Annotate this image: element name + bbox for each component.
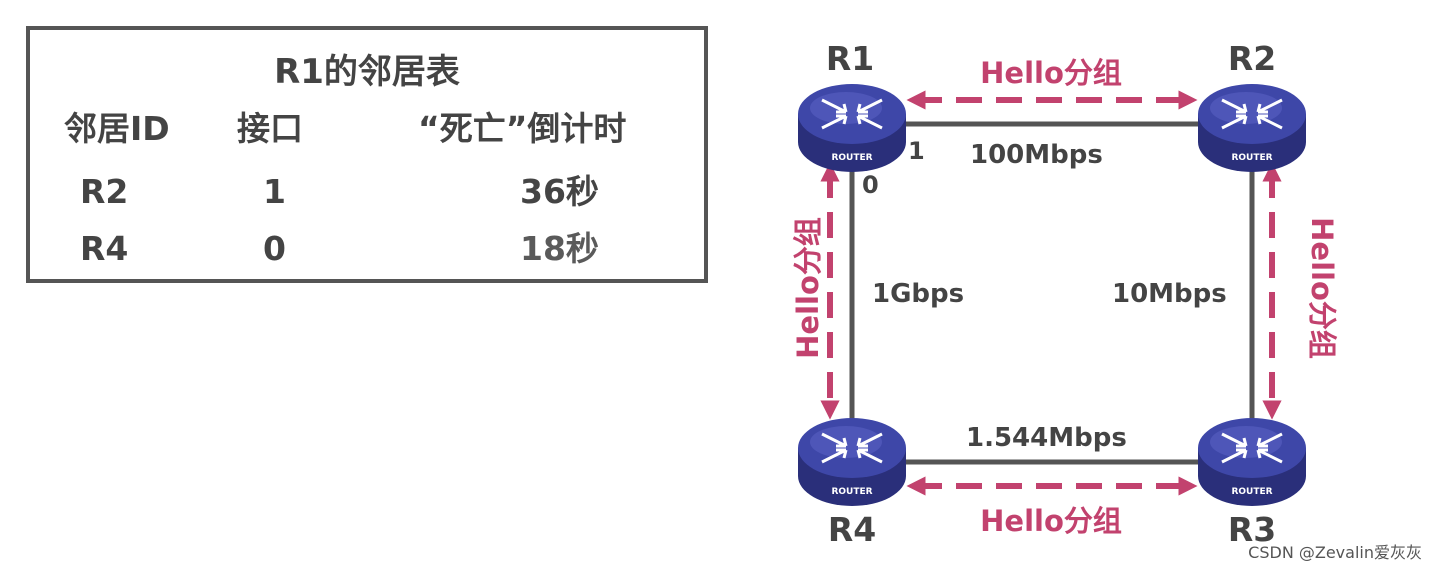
- header-dead-timer: “死亡”倒计时: [418, 109, 627, 148]
- hello-label-bottom: Hello分组: [980, 504, 1122, 538]
- watermark: CSDN @Zevalin爱灰灰: [1248, 543, 1422, 562]
- hello-label-left: Hello分组: [791, 217, 825, 359]
- router-device-label: ROUTER: [1231, 153, 1272, 163]
- bandwidth-r4-r3: 1.544Mbps: [966, 423, 1127, 453]
- table-title: R1的邻居表: [274, 52, 460, 92]
- router-r3: ROUTER: [1196, 416, 1308, 508]
- row-r4-timer: 18秒: [520, 229, 599, 268]
- hello-label-right: Hello分组: [1305, 217, 1339, 359]
- header-interface: 接口: [237, 109, 303, 148]
- router-name-r4: R4: [828, 510, 876, 549]
- router-name-r3: R3: [1228, 510, 1276, 549]
- router-name-r2: R2: [1228, 39, 1276, 78]
- router-r1: ROUTER: [796, 82, 908, 174]
- row-r2-neighbor: R2: [80, 172, 129, 211]
- bandwidth-r1-r4: 1Gbps: [872, 279, 964, 309]
- router-r2: ROUTER: [1196, 82, 1308, 174]
- header-neighbor-id: 邻居ID: [64, 109, 170, 148]
- bandwidth-r2-r3: 10Mbps: [1112, 279, 1227, 309]
- router-device-label: ROUTER: [1231, 487, 1272, 497]
- row-r4-interface: 0: [263, 229, 286, 268]
- hello-label-top: Hello分组: [980, 56, 1122, 90]
- router-device-label: ROUTER: [831, 153, 872, 163]
- bandwidth-r1-r2: 100Mbps: [970, 140, 1103, 170]
- router-device-label: ROUTER: [831, 487, 872, 497]
- row-r2-timer: 36秒: [520, 172, 599, 211]
- row-r2-interface: 1: [263, 172, 286, 211]
- neighbor-table: R1的邻居表 邻居ID 接口 “死亡”倒计时 R2 1 36秒 R4 0 18秒: [26, 26, 708, 283]
- router-name-r1: R1: [826, 39, 874, 78]
- interface-label-r1-1: 1: [908, 137, 925, 165]
- router-r4: ROUTER: [796, 416, 908, 508]
- row-r4-neighbor: R4: [80, 229, 129, 268]
- interface-label-r1-0: 0: [862, 171, 879, 199]
